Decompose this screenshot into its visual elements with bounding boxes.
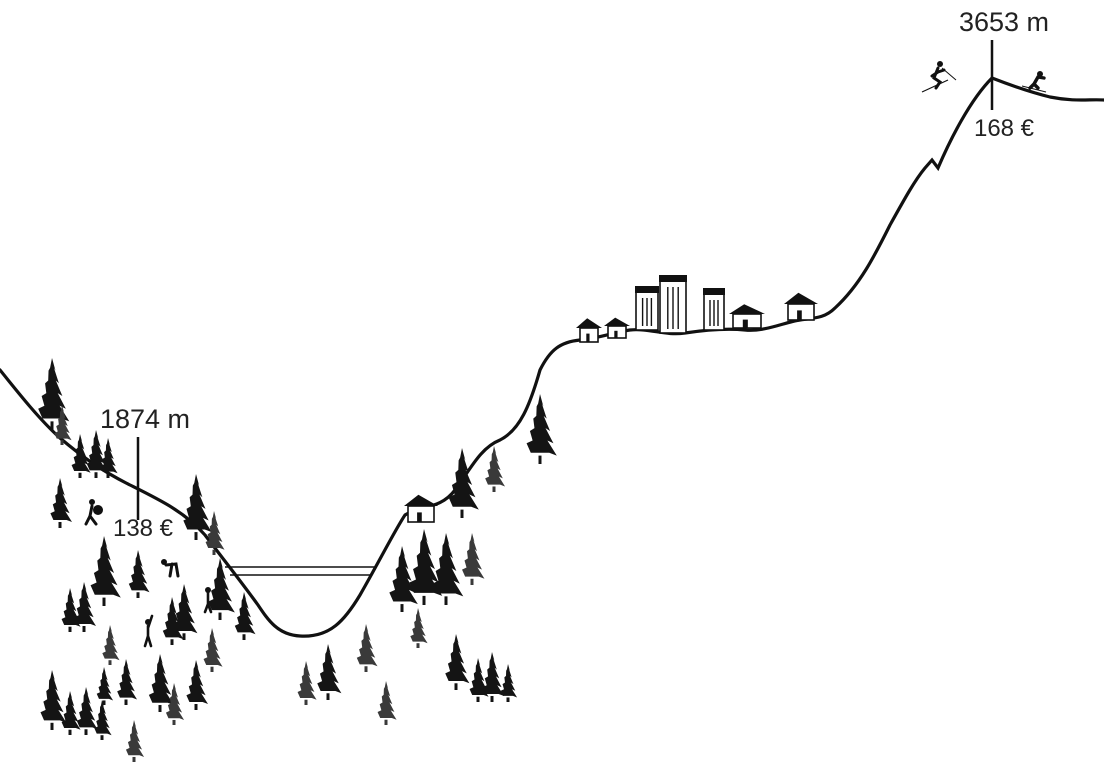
pine-tree-icon [146, 654, 174, 712]
pine-tree-icon [429, 533, 464, 605]
lake [225, 567, 375, 575]
hiker-icon [145, 616, 152, 646]
house-icon [784, 293, 818, 320]
pine-tree-icon [184, 660, 208, 710]
house-icon [576, 318, 602, 342]
pine-tree-icon [92, 700, 111, 740]
hiker-icon [86, 499, 103, 524]
house-icon [404, 495, 438, 522]
pine-tree-icon [124, 720, 144, 762]
pine-tree-icon [38, 670, 67, 730]
high-altitude-label: 3653 m [959, 7, 1049, 37]
pine-tree-icon [460, 533, 485, 585]
high-altitude-marker: 3653 m 168 € [959, 7, 1049, 142]
pine-tree-icon [115, 659, 137, 705]
pine-tree-icon [295, 661, 316, 705]
pine-tree-icon [87, 536, 121, 606]
pine-tree-icon [443, 634, 470, 690]
pine-tree-icon [445, 448, 479, 518]
people [86, 61, 1046, 646]
pine-tree-icon [180, 474, 212, 540]
pine-tree-icon [100, 625, 119, 665]
pine-tree-icon [386, 546, 418, 612]
pine-tree-icon [499, 664, 517, 702]
pine-tree-icon [483, 446, 505, 492]
pine-tree-icon [95, 667, 113, 705]
apartment-building-icon [659, 275, 687, 333]
pine-tree-icon [408, 608, 427, 648]
pine-tree-icon [59, 691, 80, 735]
pine-tree-icon [354, 624, 377, 672]
skier-icon [922, 61, 956, 92]
terrain-profile-line [0, 78, 1104, 636]
pine-tree-icon [126, 550, 149, 598]
pine-tree-icon [48, 478, 72, 528]
apartment-building-icon [703, 288, 725, 330]
hiker-icon [161, 559, 178, 576]
house-icon [604, 318, 630, 338]
house-icon [729, 304, 765, 328]
pine-tree-icon [201, 628, 222, 672]
pine-tree-icon [315, 644, 342, 700]
hiker-icon [205, 587, 211, 612]
low-price-label: 138 € [113, 515, 174, 542]
low-altitude-marker: 1874 m 138 € [100, 404, 190, 542]
pine-tree-icon [375, 681, 396, 725]
apartment-building-icon [635, 286, 659, 330]
high-price-label: 168 € [974, 115, 1035, 142]
low-altitude-label: 1874 m [100, 404, 190, 434]
pine-tree-icon [69, 434, 90, 478]
